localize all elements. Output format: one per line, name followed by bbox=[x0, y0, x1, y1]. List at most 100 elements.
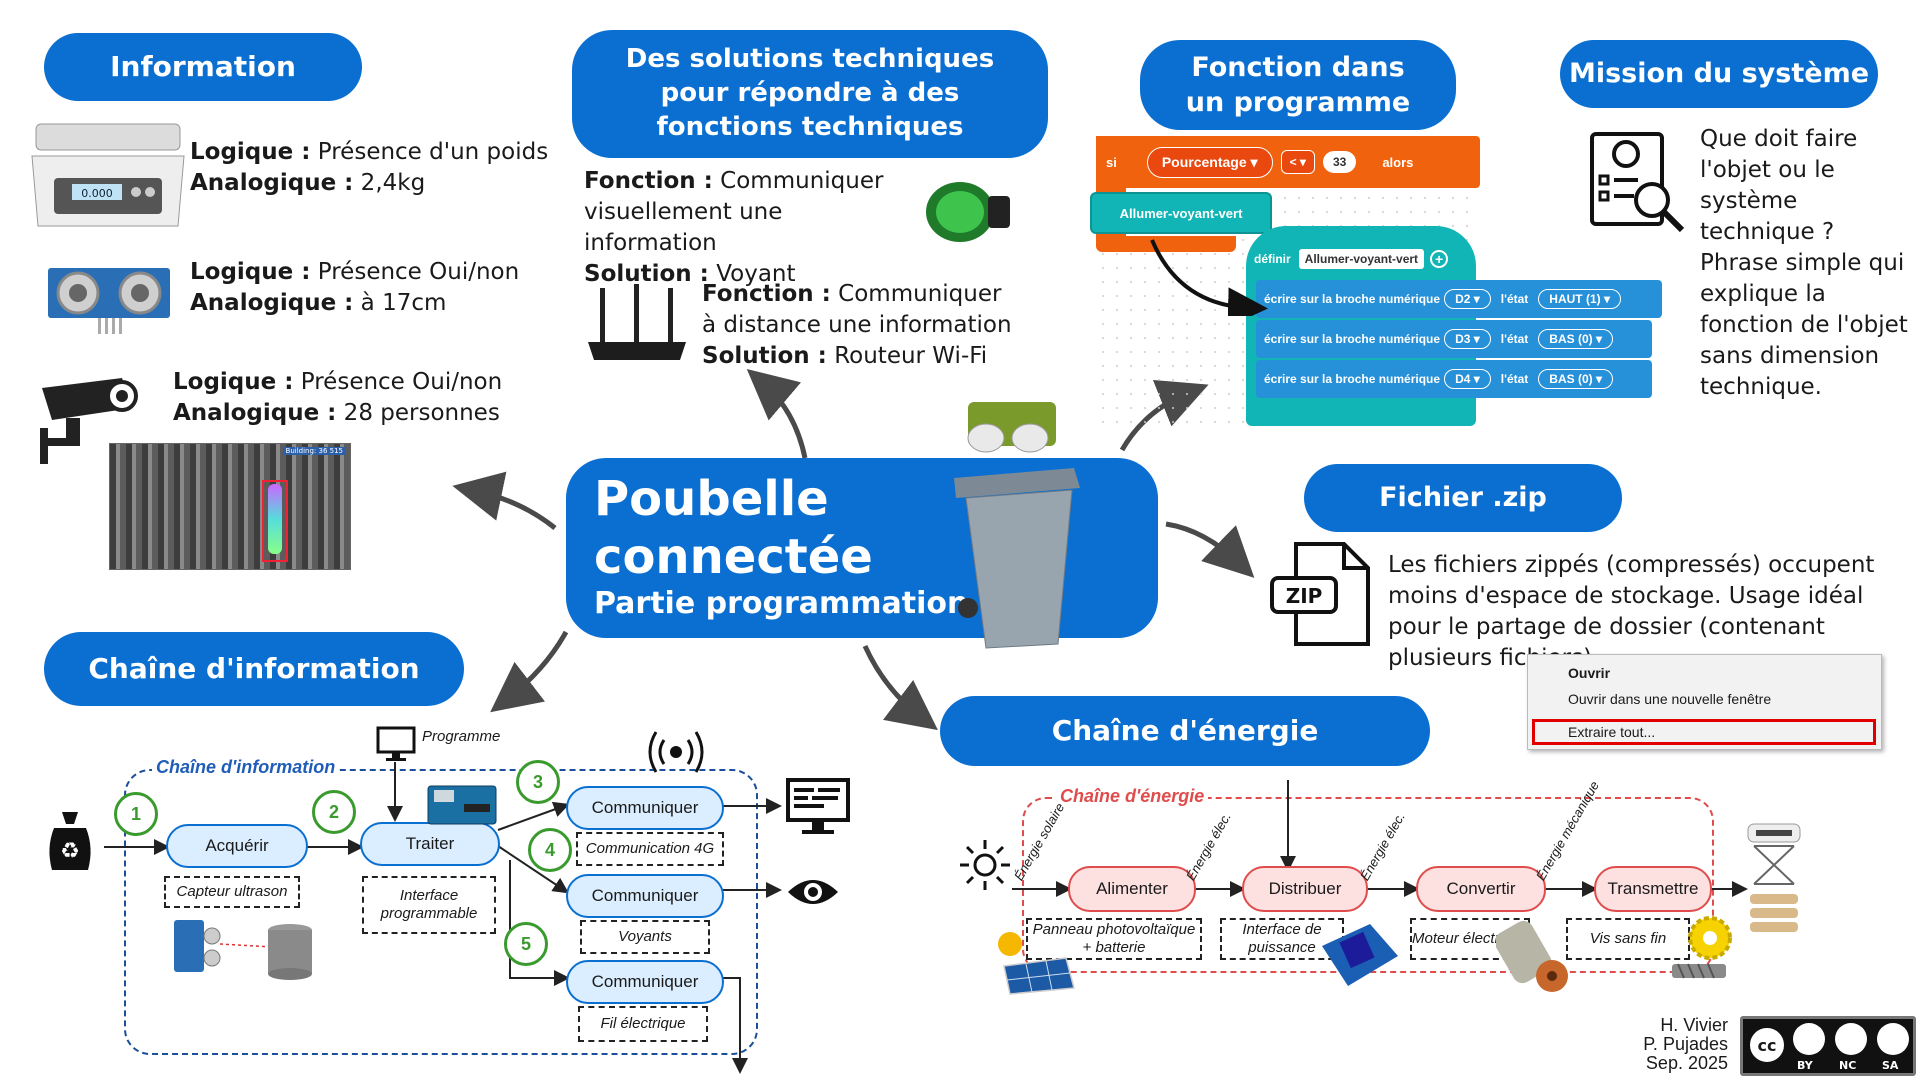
recycle-bag-icon: ♻ bbox=[49, 812, 91, 870]
info-2-logic-value: Présence Oui/non bbox=[310, 259, 520, 285]
scratch-pin-label: D3 bbox=[1455, 332, 1471, 346]
communicate-node-1: Communiquer bbox=[566, 786, 724, 830]
scratch-define-name[interactable]: Allumer-voyant-vert bbox=[1298, 249, 1425, 269]
scale-display: 0.000 bbox=[81, 187, 113, 200]
cc-license-badge: cc BY NC SA bbox=[1740, 1016, 1916, 1076]
info-item-3: Logique : Présence Oui/non Analogique : … bbox=[173, 367, 502, 429]
cap-power-interface: Interface de puissance bbox=[1220, 918, 1344, 960]
info-item-2: Logique : Présence Oui/non Analogique : … bbox=[190, 257, 519, 319]
scratch-operator-dropdown[interactable]: < ▾ bbox=[1280, 150, 1315, 174]
add-circle-icon[interactable]: + bbox=[1430, 250, 1449, 268]
scratch-then-keyword: alors bbox=[1382, 154, 1414, 170]
context-menu-open[interactable]: Ouvrir bbox=[1568, 665, 1611, 681]
cctv-photo: Building: 36 515 bbox=[109, 443, 351, 570]
info-1-logic-value: Présence d'un poids bbox=[310, 139, 549, 165]
document-search-icon bbox=[1590, 132, 1685, 233]
scratch-state-value: BAS (0) bbox=[1549, 372, 1593, 386]
info-chain-frame bbox=[124, 769, 758, 1055]
scratch-pin-dropdown[interactable]: D3 ▾ bbox=[1444, 329, 1491, 349]
sun-icon bbox=[960, 840, 1010, 890]
info-chain-title: Chaîne d'information bbox=[152, 757, 340, 778]
arduino-board-icon bbox=[427, 785, 497, 825]
scratch-if-row: si Pourcentage ▾ < ▾ 33 alors bbox=[1106, 144, 1413, 180]
scratch-pin-dropdown[interactable]: D4 ▾ bbox=[1444, 369, 1491, 389]
monitor-icon bbox=[376, 726, 416, 761]
credits-author-2: P. Pujades bbox=[1643, 1034, 1728, 1054]
solution-item-1: Fonction : Communiquer visuellement une … bbox=[584, 166, 914, 290]
solar-panel-icon bbox=[998, 932, 1075, 995]
info-1-analog-label: Analogique : bbox=[190, 170, 354, 196]
step-5-badge: 5 bbox=[504, 922, 548, 966]
cc-sa-label: SA bbox=[1882, 1059, 1899, 1072]
compactor-icon bbox=[1747, 823, 1801, 932]
wifi-router-icon bbox=[588, 284, 686, 360]
info-3-logic-value: Présence Oui/non bbox=[293, 369, 503, 395]
solution-1-solution-label: Solution : bbox=[584, 261, 709, 287]
cctv-person bbox=[268, 484, 282, 554]
scratch-state-dropdown[interactable]: HAUT (1) ▾ bbox=[1538, 289, 1621, 309]
cc-nc-icon bbox=[1835, 1023, 1867, 1055]
info-3-analog-value: 28 personnes bbox=[336, 400, 500, 426]
step-1-badge: 1 bbox=[114, 792, 158, 836]
center-subtitle: Partie programmation bbox=[594, 586, 969, 621]
scratch-write-row-d2[interactable]: écrire sur la broche numérique D2 ▾ l'ét… bbox=[1256, 280, 1662, 318]
scratch-write-row-d4[interactable]: écrire sur la broche numérique D4 ▾ l'ét… bbox=[1256, 360, 1652, 398]
scratch-value-input[interactable]: 33 bbox=[1322, 151, 1357, 173]
context-menu-extract-all[interactable]: Extraire tout... bbox=[1532, 719, 1876, 745]
center-title: Poubelle connectée bbox=[594, 470, 873, 586]
scratch-pin-label: D2 bbox=[1455, 292, 1471, 306]
scratch-state-label: l'état bbox=[1500, 332, 1529, 346]
scratch-variable-label: Pourcentage bbox=[1161, 153, 1247, 170]
indicator-light-icon bbox=[926, 182, 1010, 242]
zip-file-icon: ZIP bbox=[1270, 542, 1370, 646]
context-menu: Ouvrir Ouvrir dans une nouvelle fenêtre … bbox=[1527, 654, 1882, 750]
trash-bin-icon bbox=[954, 402, 1080, 649]
scratch-call-block[interactable]: Allumer-voyant-vert bbox=[1090, 192, 1272, 234]
scratch-pin-dropdown[interactable]: D2 ▾ bbox=[1444, 289, 1491, 309]
scratch-if-keyword: si bbox=[1106, 154, 1117, 170]
scratch-state-dropdown[interactable]: BAS (0) ▾ bbox=[1538, 369, 1613, 389]
worm-gear-icon bbox=[1672, 916, 1732, 979]
scratch-define-row: définir Allumer-voyant-vert + bbox=[1254, 246, 1449, 272]
information-header: Information bbox=[44, 33, 362, 101]
scratch-write-label: écrire sur la broche numérique bbox=[1264, 372, 1441, 386]
programme-header: Fonction dans un programme bbox=[1140, 40, 1456, 130]
cap-electric-wire: Fil électrique bbox=[578, 1006, 708, 1042]
info-2-analog-value: à 17cm bbox=[353, 290, 447, 316]
scratch-call-label: Allumer-voyant-vert bbox=[1119, 205, 1243, 221]
dc-motor-icon bbox=[1496, 920, 1568, 992]
scratch-write-row-d3[interactable]: écrire sur la broche numérique D3 ▾ l'ét… bbox=[1256, 320, 1652, 358]
cc-nc-label: NC bbox=[1839, 1059, 1857, 1072]
mission-header: Mission du système bbox=[1560, 40, 1878, 108]
communicate-node-2: Communiquer bbox=[566, 874, 724, 918]
info-item-1: Logique : Présence d'un poids Analogique… bbox=[190, 137, 548, 199]
energy-node-supply: Alimenter bbox=[1068, 866, 1196, 912]
solution-1-function-value: Communiquer visuellement une information bbox=[584, 168, 884, 256]
solutions-header: Des solutions techniques pour répondre à… bbox=[572, 30, 1048, 158]
eye-icon bbox=[788, 880, 838, 904]
info-2-analog-label: Analogique : bbox=[190, 290, 354, 316]
display-screen-icon bbox=[786, 778, 850, 834]
scratch-state-label: l'état bbox=[1500, 372, 1529, 386]
zip-header: Fichier .zip bbox=[1304, 464, 1622, 532]
scratch-write-label: écrire sur la broche numérique bbox=[1264, 292, 1441, 306]
scratch-define-keyword: définir bbox=[1254, 252, 1291, 266]
scratch-write-label: écrire sur la broche numérique bbox=[1264, 332, 1441, 346]
scratch-state-dropdown[interactable]: BAS (0) ▾ bbox=[1538, 329, 1613, 349]
info-2-logic-label: Logique : bbox=[190, 259, 311, 285]
energy-node-convert: Convertir bbox=[1416, 866, 1546, 912]
zip-icon-label: ZIP bbox=[1286, 584, 1323, 608]
cap-worm-screw: Vis sans fin bbox=[1566, 918, 1690, 960]
cap-solar-panel-battery: Panneau photovoltaïque + batterie bbox=[1026, 918, 1202, 960]
scratch-variable-dropdown[interactable]: Pourcentage ▾ bbox=[1146, 146, 1273, 178]
cctv-detection-box bbox=[262, 480, 288, 562]
security-camera-icon bbox=[40, 378, 138, 464]
programme-label: Programme bbox=[422, 728, 501, 745]
info-3-logic-label: Logique : bbox=[173, 369, 294, 395]
cctv-overlay-text: Building: 36 515 bbox=[282, 447, 346, 455]
communicate-node-3: Communiquer bbox=[566, 960, 724, 1004]
solution-2-solution-label: Solution : bbox=[702, 343, 827, 369]
context-menu-open-new-window[interactable]: Ouvrir dans une nouvelle fenêtre bbox=[1568, 691, 1772, 707]
cap-programmable-interface: Interface programmable bbox=[362, 876, 496, 934]
